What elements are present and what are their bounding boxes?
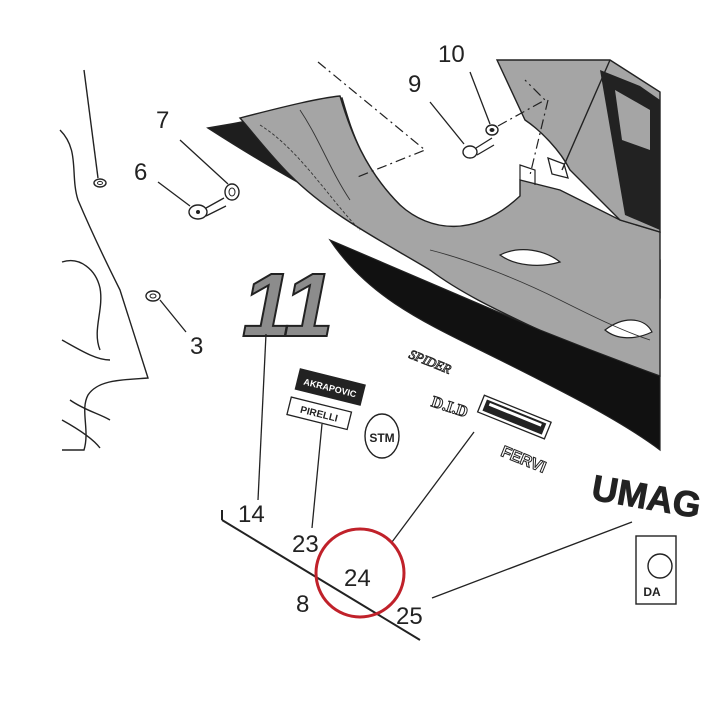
callout-3: 3 xyxy=(190,333,203,360)
main-fairing-part xyxy=(206,59,661,452)
leader-line-6 xyxy=(157,181,191,207)
decal-stm: STM xyxy=(364,413,400,459)
screw-6-icon xyxy=(188,197,227,220)
washer-7-icon xyxy=(224,183,240,201)
washer-3-icon xyxy=(145,290,161,302)
callout-6: 6 xyxy=(134,159,147,186)
screw-9-icon xyxy=(462,137,495,159)
decal-did-text: D.I.D xyxy=(429,394,470,422)
decal-akrapovic: AKRAPOVIC xyxy=(294,368,366,406)
highlight-circle xyxy=(314,527,406,619)
decal-number-11: 11 xyxy=(241,255,334,357)
callout-25: 25 xyxy=(396,603,423,630)
leader-line-upper-right xyxy=(561,59,611,171)
decal-pirelli: PIRELLI xyxy=(286,396,353,431)
callout-24: 24 xyxy=(344,565,371,592)
left-fairing-part xyxy=(59,129,149,451)
callout-23: 23 xyxy=(292,531,319,558)
washer-left-top-icon xyxy=(93,178,107,188)
leader-line-top-left xyxy=(83,69,99,179)
callout-10: 10 xyxy=(438,41,465,68)
decal-umag-text: UMAG xyxy=(589,467,704,526)
leader-line-3 xyxy=(159,299,187,333)
callout-9: 9 xyxy=(408,71,421,98)
decal-spider-text: SPIDER xyxy=(407,346,454,376)
decal-number-text: 11 xyxy=(242,256,331,356)
clip-icon xyxy=(547,156,569,179)
leader-line-10 xyxy=(469,71,491,125)
decal-leader-lines xyxy=(257,333,633,599)
assembly-guide-lines xyxy=(317,61,549,179)
washer-10-icon xyxy=(485,124,499,136)
callout-14: 14 xyxy=(238,501,265,528)
leader-line-9 xyxy=(429,101,465,145)
decal-fervi: FERVI xyxy=(498,443,549,477)
callout-8: 8 xyxy=(296,591,309,618)
decal-stm-text: STM xyxy=(369,431,394,445)
decal-da: DA xyxy=(635,535,677,605)
leader-line-7 xyxy=(179,139,229,185)
decal-did: D.I.D xyxy=(429,393,471,422)
decal-fervi-text: FERVI xyxy=(498,443,548,476)
decal-spider: SPIDER xyxy=(407,346,454,377)
decal-da-text: DA xyxy=(643,585,661,599)
decal-umag: UMAG xyxy=(588,466,704,526)
callout-7: 7 xyxy=(156,107,169,134)
decal-set-bracket-baseline xyxy=(221,519,421,641)
decal-sponsor-stripe xyxy=(476,394,552,440)
